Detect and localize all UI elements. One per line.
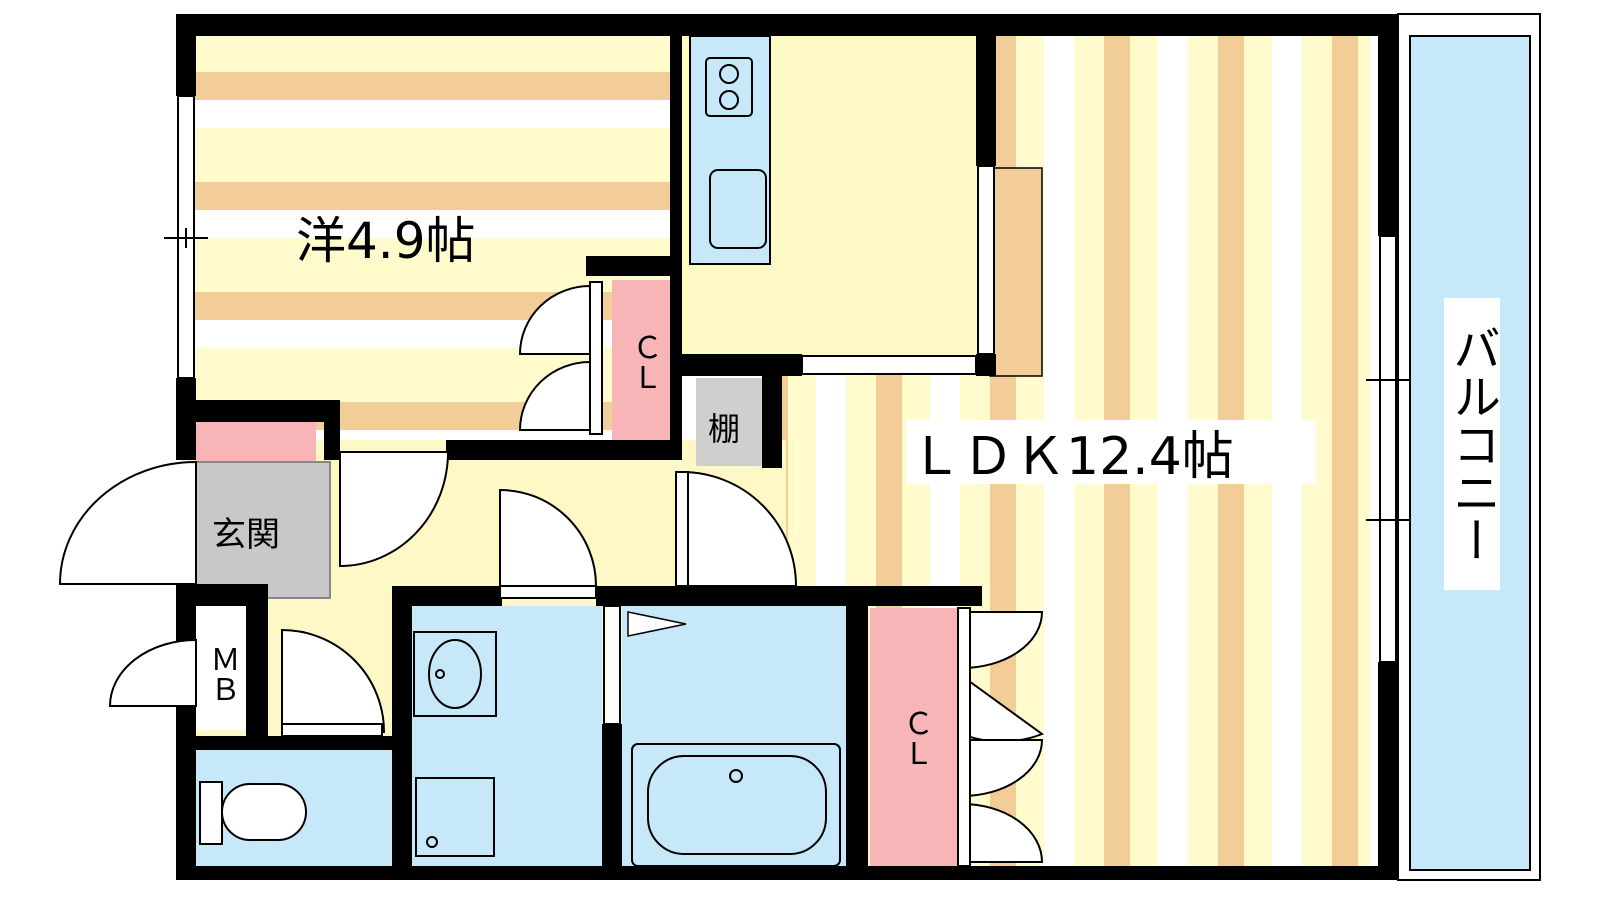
label-balcony: バルコニー	[1444, 324, 1500, 564]
wall-kitchen-post	[976, 354, 996, 376]
closet-2-door-3	[961, 739, 1044, 798]
wall-bath-right	[846, 606, 868, 880]
ldk-leaf	[675, 471, 689, 587]
wall-western-bottom	[446, 440, 682, 460]
wall-bath-top	[596, 586, 982, 606]
wall-mb-right	[246, 584, 268, 750]
door-swings	[58, 284, 1045, 863]
kitchen-sink	[709, 169, 767, 249]
wall-entrance-bottom	[196, 584, 268, 606]
closet-2-door-1	[961, 611, 1044, 670]
label-meter-box: ＭＢ	[205, 644, 240, 704]
window-east	[1379, 235, 1397, 663]
bathtub-inner	[647, 755, 827, 855]
wall-entrance-top	[176, 400, 340, 422]
wall-bottom	[176, 866, 1386, 880]
stove-outline	[705, 57, 753, 117]
wash-door	[499, 488, 598, 587]
wash-leaf	[499, 585, 597, 599]
wall-closet-top	[586, 256, 682, 276]
wall-right-top	[1378, 14, 1398, 236]
wall-toilet-top	[196, 736, 396, 750]
wall-wash-right	[602, 724, 622, 880]
door-leaves	[281, 281, 971, 867]
washing-machine-drain	[426, 836, 438, 848]
fridge-space	[989, 167, 1043, 377]
stove-burner-top	[719, 64, 739, 84]
wall-entrance-right	[324, 400, 340, 460]
wall-left-bottom	[176, 584, 196, 880]
closet-1-door-bottom	[518, 360, 591, 431]
wall-hall-bottom	[392, 586, 502, 606]
meter-box-fill	[196, 606, 246, 730]
label-closet-2: ＣＬ	[898, 708, 933, 768]
window-kitchen	[801, 355, 977, 375]
wall-top	[176, 14, 1386, 36]
western-door	[339, 451, 450, 568]
toilet-tank	[199, 781, 223, 845]
wall-right-bottom	[1378, 662, 1398, 880]
ldk-label-bg	[906, 420, 1316, 484]
closet-2-door-4	[961, 802, 1044, 863]
closet-1-door-top	[518, 284, 591, 355]
toilet-seat	[221, 783, 307, 841]
walls	[176, 14, 1398, 880]
washbasin-bowl	[428, 639, 482, 709]
label-shelf: 棚	[708, 410, 740, 448]
wall-left-top	[176, 14, 196, 96]
washbasin-drain	[435, 669, 445, 679]
balcony-outline	[1397, 13, 1541, 881]
label-western: 洋4.9帖	[296, 212, 476, 270]
ldk-door	[681, 470, 798, 587]
entrance-door	[58, 460, 197, 585]
closet-1-leaf	[589, 281, 603, 435]
bathtub-drain	[729, 769, 743, 783]
wall-shelf-right	[762, 376, 782, 468]
label-closet-1: ＣＬ	[627, 332, 662, 392]
wall-wash-left	[392, 586, 412, 880]
label-entrance: 玄関	[212, 515, 280, 555]
bath-leaf	[603, 605, 621, 725]
shelf-fill	[696, 378, 762, 466]
toilet-door	[281, 628, 386, 733]
balcony-label-bg	[1444, 298, 1500, 590]
window-kitchen-side	[977, 165, 995, 355]
wall-kitchen-divider	[976, 36, 996, 166]
washbasin	[413, 631, 497, 717]
wall-western-kitchen	[670, 36, 682, 276]
wall-kitchen-bottom	[682, 354, 802, 376]
closet-1-fill	[612, 280, 676, 440]
entrance-step	[196, 422, 316, 464]
closet-2-leaf	[957, 607, 971, 867]
mb-door	[108, 638, 197, 707]
window-ticks	[164, 228, 1410, 521]
wall-closet-right	[670, 276, 682, 460]
closet-2-fill	[870, 608, 960, 870]
label-ldk: ＬＤＫ12.4帖	[910, 427, 1234, 487]
toilet-leaf	[281, 723, 383, 737]
bath-mirror	[627, 611, 687, 637]
washing-machine-space	[415, 777, 495, 857]
stove-burner-bottom	[719, 90, 739, 110]
balcony-inner	[1409, 35, 1531, 871]
